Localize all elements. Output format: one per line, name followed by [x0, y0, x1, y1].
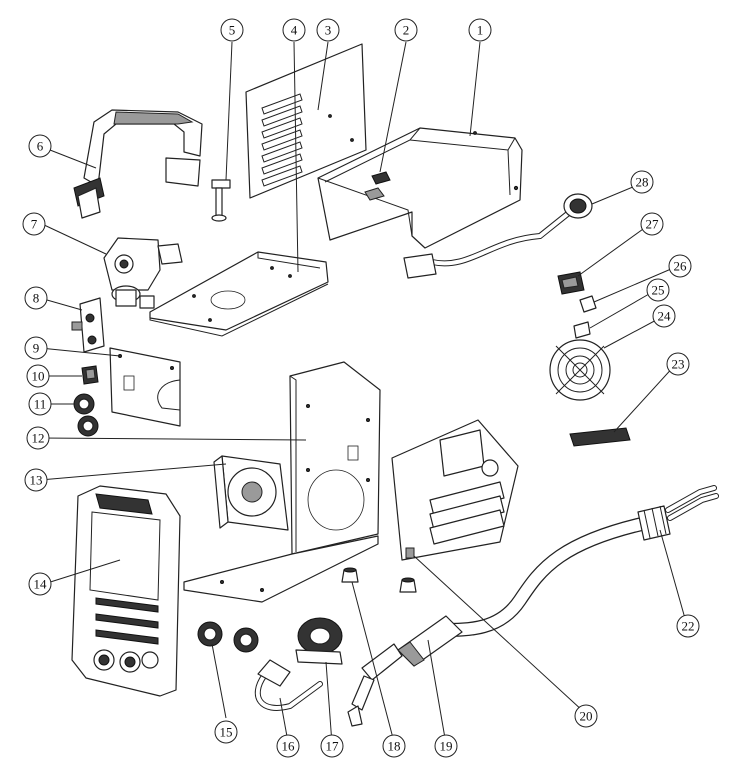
svg-text:20: 20 — [580, 709, 593, 724]
leader-lines — [39, 41, 687, 745]
part-label-plate — [569, 427, 631, 447]
part-rocker-switch — [81, 365, 99, 385]
part-front-panel — [71, 485, 181, 697]
callout-19: 19 — [434, 734, 458, 758]
part-power-switch — [557, 271, 585, 295]
part-gas-valve — [103, 237, 183, 309]
callout-6: 6 — [28, 134, 52, 158]
svg-text:25: 25 — [652, 283, 665, 298]
svg-text:19: 19 — [440, 739, 453, 754]
svg-text:10: 10 — [32, 369, 45, 384]
callout-14: 14 — [28, 572, 52, 596]
svg-text:2: 2 — [403, 23, 410, 38]
svg-text:3: 3 — [325, 23, 332, 38]
callout-3: 3 — [316, 18, 340, 42]
callout-27: 27 — [640, 212, 664, 236]
svg-text:28: 28 — [636, 175, 649, 190]
svg-text:8: 8 — [33, 291, 40, 306]
part-panel-connectors — [197, 621, 259, 653]
svg-text:14: 14 — [34, 577, 48, 592]
callout-28: 28 — [630, 170, 654, 194]
part-cover-switch — [364, 171, 391, 201]
svg-text:17: 17 — [326, 739, 340, 754]
part-base-plate — [149, 251, 329, 337]
svg-text:1: 1 — [477, 23, 484, 38]
svg-text:15: 15 — [220, 725, 233, 740]
callout-8: 8 — [24, 286, 48, 310]
svg-text:11: 11 — [34, 397, 47, 412]
part-main-pcb — [391, 419, 519, 561]
svg-text:16: 16 — [282, 739, 296, 754]
part-handle-strap — [73, 109, 203, 219]
svg-text:26: 26 — [674, 259, 688, 274]
svg-text:18: 18 — [388, 739, 401, 754]
part-torch-cable — [433, 485, 719, 637]
part-cooling-fan — [213, 455, 289, 531]
svg-text:24: 24 — [658, 309, 672, 324]
callout-25: 25 — [646, 278, 670, 302]
svg-text:9: 9 — [33, 341, 40, 356]
svg-text:13: 13 — [30, 473, 43, 488]
callout-2: 2 — [394, 18, 418, 42]
svg-text:4: 4 — [291, 23, 298, 38]
callout-16: 16 — [276, 734, 300, 758]
callout-7: 7 — [22, 212, 46, 236]
part-output-terminals — [73, 393, 99, 437]
svg-text:27: 27 — [646, 217, 660, 232]
part-fan-guard — [549, 339, 611, 401]
callout-18: 18 — [382, 734, 406, 758]
part-standoff-pin — [211, 179, 231, 222]
svg-text:22: 22 — [682, 619, 695, 634]
callout-11: 11 — [28, 392, 52, 416]
callout-13: 13 — [24, 468, 48, 492]
part-welding-torch — [347, 615, 463, 727]
svg-text:23: 23 — [672, 357, 685, 372]
svg-text:5: 5 — [229, 23, 236, 38]
part-rubber-foot — [341, 567, 417, 593]
part-small-pcb — [71, 297, 105, 353]
callout-9: 9 — [24, 336, 48, 360]
callout-23: 23 — [666, 352, 690, 376]
callout-26: 26 — [668, 254, 692, 278]
part-power-cable — [403, 193, 593, 279]
part-inductor — [295, 617, 343, 665]
part-louver-panel — [245, 43, 367, 199]
part-earth-cable — [254, 659, 323, 711]
part-top-cover — [317, 127, 523, 249]
callout-15: 15 — [214, 720, 238, 744]
part-fittings — [573, 295, 597, 339]
callout-22: 22 — [676, 614, 700, 638]
part-main-chassis — [183, 361, 381, 603]
callout-20: 20 — [574, 704, 598, 728]
callout-10: 10 — [26, 364, 50, 388]
callout-17: 17 — [320, 734, 344, 758]
svg-text:6: 6 — [37, 139, 44, 154]
callout-12: 12 — [26, 426, 50, 450]
callout-1: 1 — [468, 18, 492, 42]
svg-text:12: 12 — [32, 431, 45, 446]
callout-4: 4 — [282, 18, 306, 42]
callout-24: 24 — [652, 304, 676, 328]
callout-5: 5 — [220, 18, 244, 42]
part-mounting-plate — [109, 347, 181, 427]
svg-text:7: 7 — [31, 217, 38, 232]
